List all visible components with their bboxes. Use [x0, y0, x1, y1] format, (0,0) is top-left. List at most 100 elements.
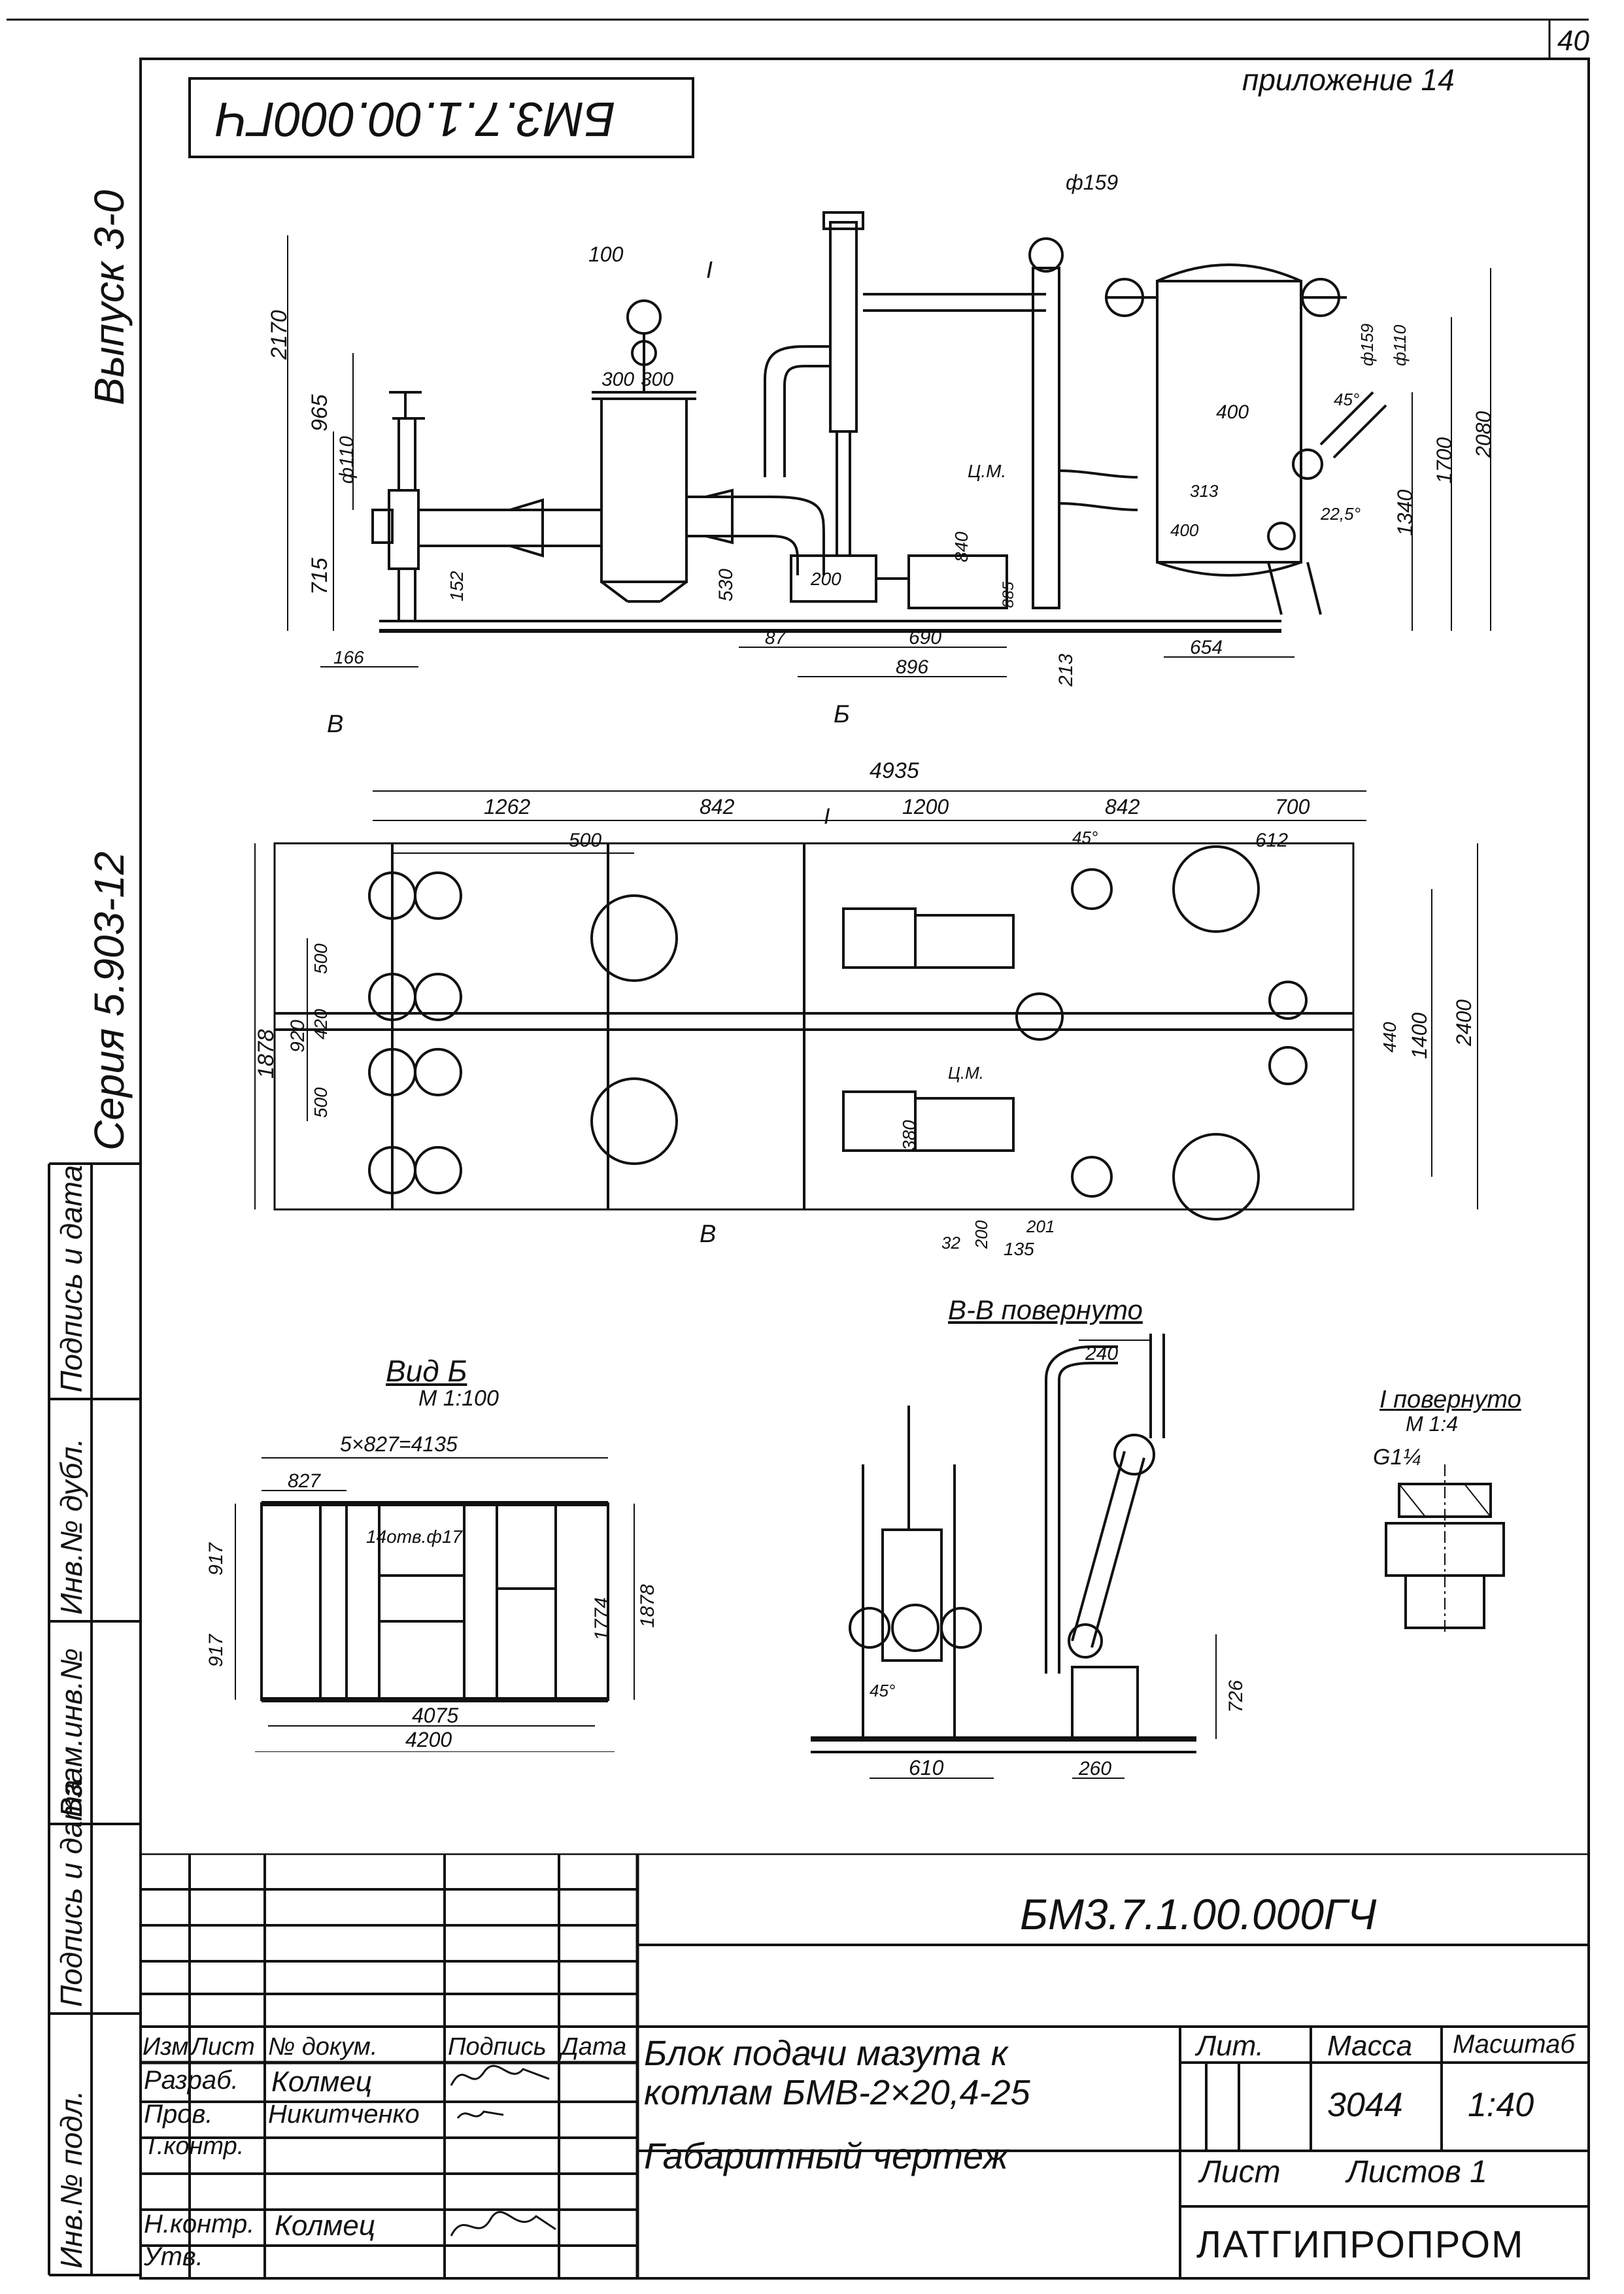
marker-I-front: I — [706, 256, 713, 283]
dim-plan-4935: 4935 — [870, 758, 919, 783]
designation-top: БМ3.7.1.00.000ГЧ — [216, 92, 616, 146]
view-b-title: Вид Б — [386, 1354, 467, 1388]
tb-scale-label: Масштаб — [1453, 2030, 1575, 2059]
stamp-inv-podl: Инв.№ подл. — [54, 2090, 88, 2269]
signatures — [450, 2065, 556, 2236]
dim-viewb-holes: 14отв.ф17 — [366, 1527, 463, 1547]
tb-hdr-sign: Подпись — [448, 2033, 547, 2061]
tb-name-razrab: Колмец — [271, 2066, 373, 2098]
tb-lit-label: Лит. — [1196, 2030, 1264, 2062]
dim-front-300b: 300 — [641, 369, 673, 390]
tb-title-line2: котлам БМВ-2×20,4-25 — [644, 2073, 1030, 2112]
dim-plan-500a: 500 — [311, 943, 331, 974]
dim-front-885: 885 — [1000, 581, 1017, 608]
dim-front-166: 166 — [333, 647, 364, 667]
dim-plan-32: 32 — [941, 1233, 960, 1253]
dim-front-200: 200 — [810, 569, 841, 589]
dim-plan-1878: 1878 — [254, 1029, 279, 1079]
tb-role-nkontr: Н.контр. — [144, 2210, 255, 2238]
dim-front-213: 213 — [1055, 654, 1077, 687]
dim-viewb-1774: 1774 — [591, 1597, 613, 1641]
tb-mass-value: 3044 — [1327, 2086, 1403, 2124]
dim-front-840: 840 — [951, 531, 972, 562]
dim-plan-500: 500 — [569, 830, 601, 851]
dim-plan-45: 45° — [1072, 828, 1098, 847]
dim-section-726: 726 — [1225, 1680, 1247, 1713]
dim-front-d159: ф159 — [1066, 171, 1118, 194]
dim-plan-2400: 2400 — [1452, 1000, 1476, 1047]
dim-front-225: 22,5° — [1320, 504, 1361, 524]
dim-plan-135: 135 — [1004, 1239, 1034, 1259]
dim-section-610: 610 — [909, 1756, 944, 1780]
dim-viewb-1878: 1878 — [637, 1584, 658, 1628]
tb-role-utv: Утв. — [144, 2242, 203, 2271]
tb-hdr-izm: Изм — [143, 2033, 189, 2061]
dim-front-100: 100 — [588, 243, 624, 266]
dim-plan-842a: 842 — [700, 795, 735, 818]
dim-plan-700: 700 — [1275, 795, 1310, 818]
dim-front-d159b: ф159 — [1357, 324, 1377, 366]
detail-fitting — [1385, 1464, 1505, 1634]
dim-plan-1400: 1400 — [1408, 1013, 1431, 1059]
detail-thread: G1¼ — [1373, 1445, 1421, 1470]
dim-front-896: 896 — [896, 656, 928, 678]
series-label: Серия 5.903-12 — [86, 851, 133, 1151]
stamp-inv-dubl: Инв.№ дубл. — [54, 1438, 88, 1615]
marker-v-bottom: В — [700, 1221, 716, 1248]
tb-hdr-list: Лист — [191, 2033, 255, 2061]
tb-hdr-doc: № докум. — [268, 2033, 378, 2061]
marker-v-top: В — [327, 713, 343, 738]
dim-front-152: 152 — [447, 571, 467, 601]
section-bb-view: 240 45° 726 610 260 — [811, 1334, 1247, 1780]
title-block-grid — [141, 1853, 1589, 2278]
stamp-inv-dubl-2: Подпись и дата — [54, 1165, 88, 1392]
dim-section-45: 45° — [870, 1681, 895, 1700]
dim-front-715: 715 — [307, 558, 332, 595]
dim-front-654: 654 — [1190, 637, 1223, 658]
marker-b-front: Б — [834, 701, 850, 726]
dim-section-260: 260 — [1078, 1758, 1111, 1780]
tb-organization: ЛАТГИПРОПРОМ — [1196, 2223, 1525, 2266]
dim-plan-420: 420 — [311, 1009, 331, 1039]
page-number: 40 — [1557, 25, 1589, 57]
dim-front-690: 690 — [909, 627, 941, 649]
tb-name-prov: Никитченко — [268, 2100, 420, 2129]
dim-front-87: 87 — [765, 628, 787, 648]
stamp-sign-date: Подпись и дата — [54, 1780, 88, 2007]
dim-front-2080: 2080 — [1472, 411, 1495, 458]
dim-front-313: 313 — [1190, 481, 1219, 501]
tb-role-tkontr: Т.контр. — [144, 2133, 245, 2160]
dim-front-965: 965 — [307, 394, 332, 431]
dim-plan-380: 380 — [899, 1120, 919, 1151]
tb-sheet-label: Лист — [1200, 2155, 1281, 2189]
front-elevation-view: 2170 965 715 ф110 300 300 100 530 152 16… — [267, 171, 1495, 726]
dim-front-530: 530 — [715, 569, 737, 601]
dim-plan-612: 612 — [1255, 830, 1288, 851]
detail-title: I повернуто — [1379, 1386, 1521, 1413]
dim-front-2170: 2170 — [267, 310, 292, 360]
tb-role-razrab: Разраб. — [144, 2066, 239, 2095]
dim-section-240: 240 — [1085, 1343, 1118, 1364]
tb-designation: БМ3.7.1.00.000ГЧ — [1020, 1890, 1377, 1938]
dim-plan-1200: 1200 — [902, 795, 949, 818]
dim-plan-440: 440 — [1379, 1022, 1400, 1053]
dim-front-1340: 1340 — [1393, 490, 1417, 536]
detail-scale: М 1:4 — [1406, 1412, 1459, 1436]
marker-I-plan: I — [824, 804, 830, 829]
tb-title-line1: Блок подачи мазута к — [644, 2034, 1008, 2073]
marker-cm-front: Ц.М. — [968, 461, 1006, 481]
dim-front-d110: ф110 — [336, 436, 358, 484]
issue-label: Выпуск 3-0 — [86, 190, 133, 406]
dim-plan-200: 200 — [972, 1220, 991, 1249]
dim-front-300a: 300 — [601, 369, 634, 390]
dim-front-45: 45° — [1334, 390, 1359, 409]
dim-viewb-4200: 4200 — [405, 1728, 452, 1751]
plan-view: 4935 1262 842 1200 842 700 500 612 45° 1… — [254, 713, 1478, 1259]
section-bb-title: В-В повернуто — [948, 1294, 1143, 1325]
tb-title-line3: Габаритный чертеж — [644, 2135, 1009, 2176]
tb-mass-label: Масса — [1327, 2030, 1413, 2062]
dim-front-d110b: ф110 — [1390, 324, 1410, 366]
dim-plan-201: 201 — [1026, 1217, 1055, 1236]
dim-viewb-5x827: 5×827=4135 — [340, 1432, 458, 1456]
